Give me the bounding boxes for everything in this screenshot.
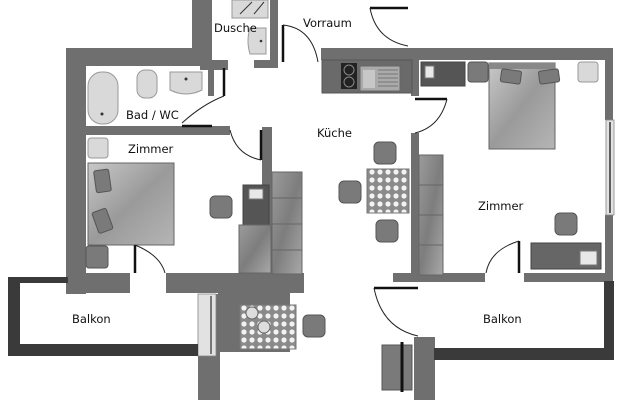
left-zimmer-furniture	[85, 137, 303, 275]
wall-kitchen-top	[321, 48, 613, 60]
wall-bath-top-right	[200, 60, 228, 70]
wall-left-outer	[66, 48, 86, 294]
wall-right-lower	[605, 215, 613, 281]
wall-zimmer-right-bottom-a	[393, 273, 485, 282]
nightstand-top	[87, 137, 109, 159]
label-zimmer-left: Zimmer	[128, 142, 174, 156]
right-zimmer-furniture	[418, 61, 602, 276]
washbasin	[169, 71, 203, 95]
balcony-table-area	[239, 304, 326, 350]
nightstand-right	[577, 61, 599, 83]
desk-chair-left	[209, 195, 233, 219]
chair-top	[373, 141, 397, 165]
bathroom-fixtures	[87, 0, 269, 125]
bathtub	[87, 71, 119, 125]
label-dusche: Dusche	[214, 21, 257, 35]
wall-zimmer-left-bottom-a	[66, 273, 130, 293]
wall-bath-top	[66, 48, 212, 66]
rail-right-balcony-side	[604, 281, 614, 360]
wall-zimmer-right-bottom-b	[524, 273, 613, 282]
balcony-rails	[8, 277, 614, 360]
pillow-top	[93, 168, 112, 194]
shower-basin	[247, 27, 267, 55]
wall-bath-zimmer	[84, 126, 230, 135]
pillow-left	[499, 68, 522, 85]
toilet	[136, 69, 158, 99]
cabinet-left	[238, 224, 272, 274]
label-vorraum: Vorraum	[303, 16, 352, 30]
wall-kitchen-divider-top	[411, 60, 419, 96]
pillow-right	[538, 68, 561, 85]
balcony-cabinet	[381, 344, 413, 391]
wall-bath-right-stub	[208, 68, 214, 96]
wall-shower-right	[270, 0, 278, 68]
label-balkon-right: Balkon	[483, 312, 522, 326]
rail-right-balcony-bottom	[434, 348, 614, 360]
pillow-bottom	[91, 207, 114, 234]
dining-table	[366, 168, 410, 214]
label-bad-wc: Bad / WC	[126, 108, 179, 122]
nightstand-left	[467, 61, 489, 83]
stove	[341, 63, 357, 89]
chair-bottom	[375, 219, 399, 243]
room-labels: Dusche Vorraum Bad / WC Küche Zimmer Zim…	[72, 16, 524, 326]
label-zimmer-right: Zimmer	[478, 199, 524, 213]
wardrobe-left	[271, 171, 303, 275]
label-kueche: Küche	[317, 126, 352, 140]
balcony-chair	[302, 314, 326, 338]
shower-tray	[231, 0, 269, 19]
wall-right-upper	[605, 48, 613, 120]
wall-shower-bottom	[254, 60, 278, 68]
kitchen-counter	[321, 59, 413, 94]
label-balkon-left: Balkon	[72, 312, 111, 326]
window-left-balcony	[197, 293, 217, 357]
dining-area	[338, 141, 410, 243]
desk-chair-right	[554, 212, 578, 236]
doors[interactable]	[133, 6, 521, 337]
rail-left-balcony-bottom	[8, 344, 198, 356]
rail-left-balcony-side	[8, 277, 20, 355]
chair-left	[338, 180, 362, 204]
wall-balcony-post	[414, 337, 435, 400]
rail-left-balcony-top	[8, 277, 68, 283]
wall-kitchen-divider	[411, 133, 419, 275]
nightstand-bottom	[85, 245, 109, 269]
wall-shower-left	[192, 0, 212, 62]
